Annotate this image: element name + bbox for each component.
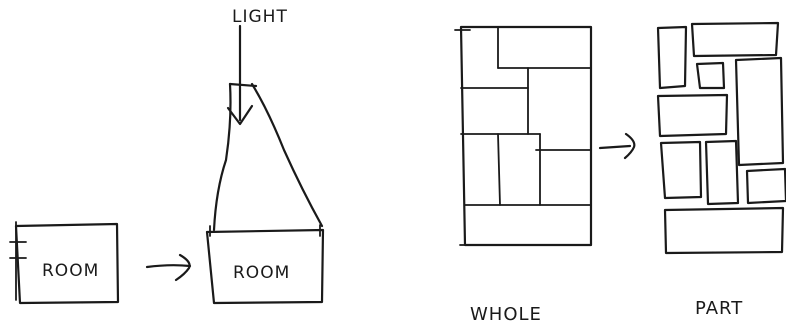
light-label: LIGHT <box>232 7 288 27</box>
arrow-whole-to-part <box>600 134 634 158</box>
room-small-label: ROOM <box>42 261 99 281</box>
room-small-sketch: ROOM <box>10 222 118 303</box>
arrow-room-to-lit-room <box>147 255 190 280</box>
whole-label: WHOLE <box>470 304 542 325</box>
room-large-label: ROOM <box>233 263 290 283</box>
room-with-light-sketch: ROOM <box>207 84 323 303</box>
part-label: PART <box>695 298 743 319</box>
light-arrow: LIGHT <box>228 7 288 124</box>
part-pieces-sketch: PART <box>658 23 786 319</box>
whole-grid-sketch: WHOLE <box>455 27 591 325</box>
